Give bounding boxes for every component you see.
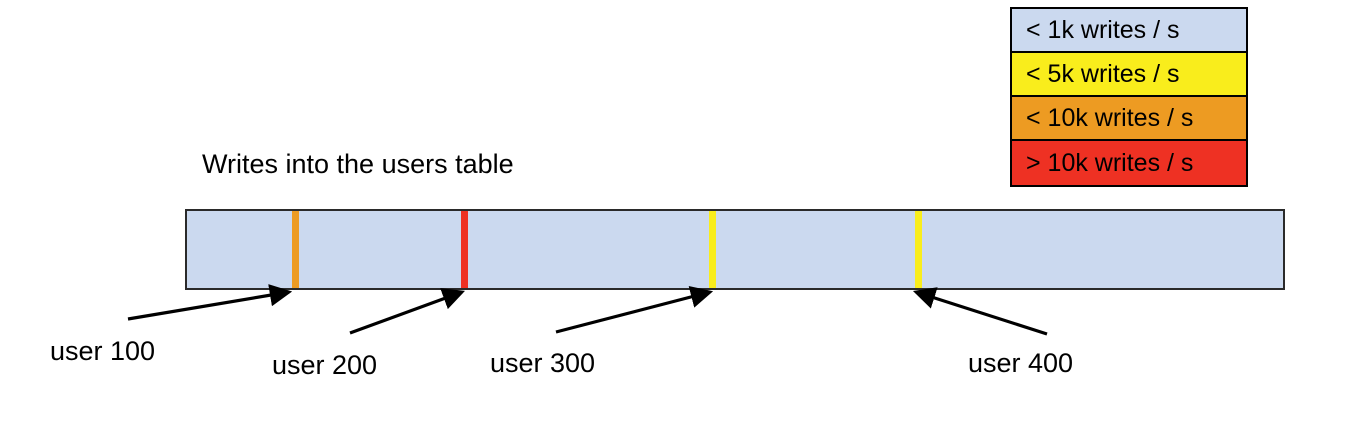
marker-user-400	[915, 211, 922, 288]
legend: < 1k writes / s < 5k writes / s < 10k wr…	[1010, 7, 1248, 187]
label-user-100: user 100	[50, 336, 156, 366]
label-user-400: user 400	[968, 348, 1074, 378]
marker-user-300	[709, 211, 716, 288]
arrow-user-300	[555, 285, 714, 334]
marker-user-200	[461, 211, 468, 288]
label-user-300: user 300	[490, 348, 596, 378]
legend-item-label: > 10k writes / s	[1026, 148, 1194, 177]
chart-title: Writes into the users table	[202, 149, 514, 179]
marker-user-100	[292, 211, 299, 288]
legend-item-under-5k: < 5k writes / s	[1012, 53, 1246, 97]
legend-item-over-10k: > 10k writes / s	[1012, 141, 1246, 185]
label-user-200: user 200	[272, 350, 378, 380]
legend-item-label: < 5k writes / s	[1026, 59, 1180, 88]
legend-item-under-10k: < 10k writes / s	[1012, 97, 1246, 141]
legend-item-label: < 10k writes / s	[1026, 103, 1194, 132]
legend-item-label: < 1k writes / s	[1026, 15, 1180, 44]
arrow-user-100	[127, 284, 293, 321]
arrow-user-400	[912, 287, 1048, 336]
arrow-user-200	[349, 288, 466, 335]
users-table-bar	[185, 209, 1285, 290]
legend-item-under-1k: < 1k writes / s	[1012, 9, 1246, 53]
